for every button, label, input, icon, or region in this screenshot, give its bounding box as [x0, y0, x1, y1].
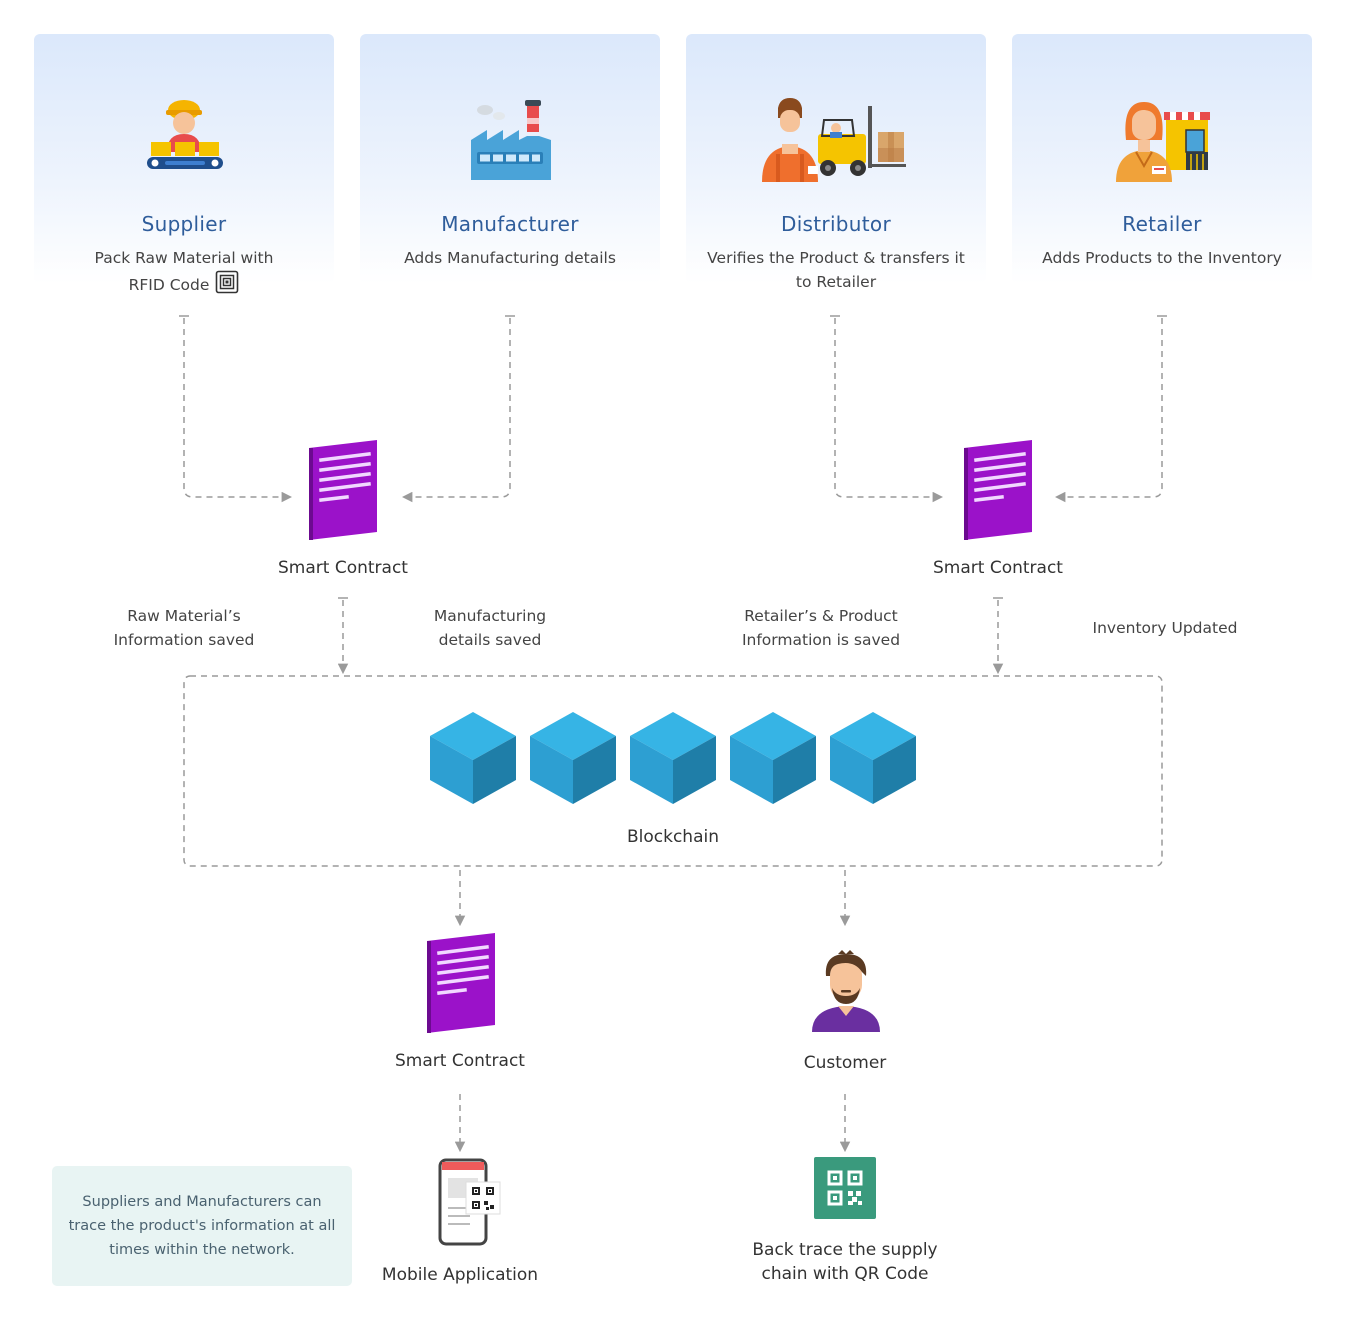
- blockchain-blocks: [428, 710, 920, 806]
- blockchain-block-icon: [730, 712, 816, 804]
- customer-label: Customer: [803, 1053, 887, 1073]
- qr-code-icon: [814, 1157, 876, 1219]
- distributor-description: Verifies the Product & transfers it to R…: [686, 246, 986, 294]
- qr-trace-label: Back trace the supply chain with QR Code: [752, 1240, 938, 1284]
- info-note-box: Suppliers and Manufacturers can trace th…: [52, 1166, 352, 1286]
- retailer-desc-line1: Adds Products to the Inventory: [1042, 249, 1282, 267]
- shopkeeper-icon: [1012, 96, 1312, 186]
- blockchain-block-icon: [630, 712, 716, 804]
- factory-icon: [360, 96, 660, 186]
- smart-contract-icon: [307, 440, 383, 548]
- mobile-app-label: Mobile Application: [381, 1265, 539, 1285]
- blockchain-block-icon: [430, 712, 516, 804]
- supplier-description: Pack Raw Material with RFID Code: [34, 246, 334, 301]
- blockchain-block-icon: [830, 712, 916, 804]
- smart-contract-label: Smart Contract: [278, 558, 408, 578]
- manufacturing-note: Manufacturing details saved: [433, 607, 547, 649]
- smart-contract-icon: [962, 440, 1038, 548]
- info-note-text: Suppliers and Manufacturers can trace th…: [68, 1194, 336, 1258]
- distributor-title: Distributor: [781, 212, 891, 236]
- manufacturer-card: Manufacturer Adds Manufacturing details: [360, 34, 660, 284]
- customer-avatar-icon: [808, 950, 884, 1038]
- manufacturer-desc-line1: Adds Manufacturing details: [404, 249, 616, 267]
- smart-contract-label: Smart Contract: [933, 558, 1063, 578]
- blockchain-label: Blockchain: [626, 827, 719, 847]
- retailer-description: Adds Products to the Inventory: [1012, 246, 1312, 270]
- inventory-note: Inventory Updated: [1092, 619, 1238, 637]
- forklift-worker-icon: [686, 96, 986, 186]
- supplier-card: Supplier Pack Raw Material with RFID Cod…: [34, 34, 334, 294]
- supplier-title: Supplier: [141, 212, 227, 236]
- manufacturer-description: Adds Manufacturing details: [360, 246, 660, 270]
- smart-contract-label: Smart Contract: [395, 1051, 525, 1071]
- distributor-card: Distributor Verifies the Product & trans…: [686, 34, 986, 291]
- mobile-app-icon: [436, 1158, 504, 1252]
- manufacturer-title: Manufacturer: [441, 212, 579, 236]
- supplier-connector: [183, 318, 293, 503]
- distributor-desc-line2: to Retailer: [795, 273, 877, 291]
- blockchain-container: [183, 675, 1163, 867]
- retailer-title: Retailer: [1122, 212, 1202, 236]
- distributor-connector: [834, 318, 944, 503]
- manufacturer-connector: [401, 318, 511, 503]
- rfid-icon: [215, 270, 239, 301]
- worker-conveyor-icon: [34, 96, 334, 186]
- retailer-card: Retailer Adds Products to the Inventory: [1012, 34, 1312, 284]
- raw-material-note: Raw Material’s Information saved: [113, 607, 255, 649]
- supplier-desc-line2: RFID Code: [128, 276, 210, 294]
- smart-contract-icon: [425, 933, 501, 1041]
- supplier-desc-line1: Pack Raw Material with: [94, 249, 274, 267]
- retailer-connector: [1054, 318, 1163, 503]
- distributor-desc-line1: Verifies the Product & transfers it: [707, 249, 965, 267]
- retailer-info-note: Retailer’s & Product Information is save…: [741, 607, 901, 649]
- blockchain-block-icon: [530, 712, 616, 804]
